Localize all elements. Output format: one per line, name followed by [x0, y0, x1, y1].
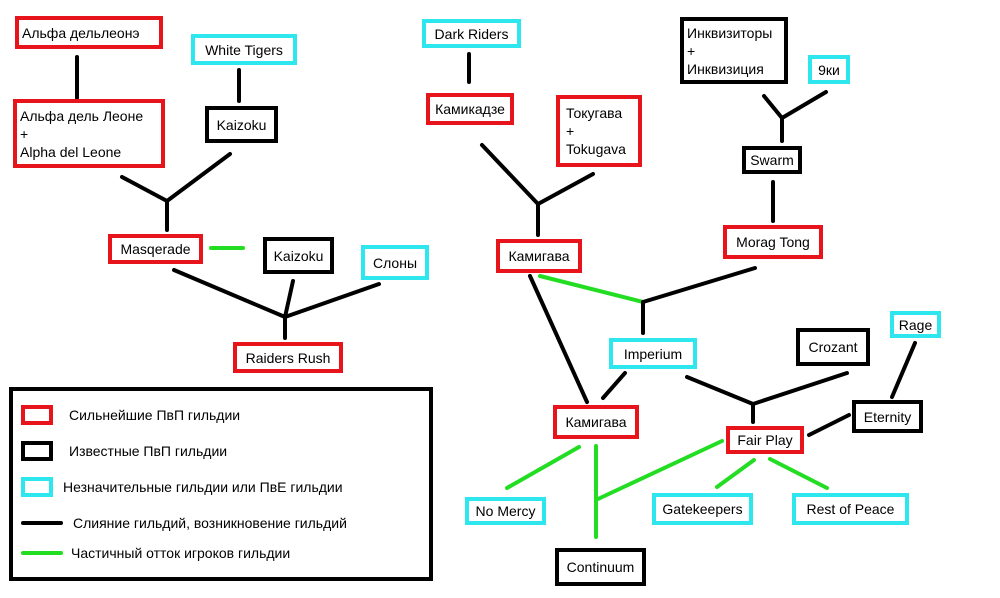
node-label: No Mercy — [475, 503, 536, 519]
node-label: Morag Tong — [736, 234, 810, 250]
node-label: Камигава — [508, 248, 570, 264]
node-label: White Tigers — [205, 41, 283, 58]
edge-tokugava-to-junction — [536, 172, 595, 206]
node-label: Imperium — [623, 345, 683, 362]
legend-label: Незначительные гильдии или ПвЕ гильдии — [63, 479, 343, 495]
node-dark-riders: Dark Riders — [422, 19, 521, 48]
node-label: Камигава — [565, 414, 627, 430]
edge-morag-tong-to-junction — [641, 266, 757, 304]
edge-kamikadze-to-junction — [480, 143, 540, 206]
legend-label: Частичный отток игроков гильдии — [71, 545, 291, 561]
node-label: Слоны — [372, 254, 418, 271]
legend-label: Сильнейшие ПвП гильдии — [69, 407, 241, 423]
legend-swatch-red-box-icon — [21, 405, 53, 425]
legend-item-outflow: Частичный отток игроков гильдии — [21, 545, 290, 561]
node-eternity: Eternity — [852, 400, 923, 433]
node-masqerade: Masqerade — [108, 234, 203, 264]
node-continuum: Continuum — [555, 548, 646, 586]
legend-item-minor: Незначительные гильдии или ПвЕ гильдии — [21, 477, 343, 497]
edge-kamigava-outflow-no-mercy — [505, 445, 581, 490]
node-crozant: Crozant — [796, 328, 870, 366]
node-kamigava-top: Камигава — [496, 239, 582, 273]
node-white-tigers: White Tigers — [191, 34, 297, 65]
node-label: Gatekeepers — [662, 501, 743, 517]
node-label: Альфа дель Леоне + Alpha del Leone — [20, 107, 144, 160]
edge-kamigava-outflow-imperium — [538, 274, 645, 304]
legend-black-line-icon — [21, 521, 63, 525]
node-label: Eternity — [863, 408, 912, 425]
node-label: Kaizoku — [216, 116, 267, 133]
edge-kaizoku-to-junction — [165, 152, 232, 203]
edge-imperium-to-kamigava-bottom — [601, 371, 627, 400]
node-label: Crozant — [808, 339, 858, 355]
node-label: Dark Riders — [434, 25, 509, 42]
node-raiders-rush: Raiders Rush — [233, 342, 343, 373]
edge-crozant-to-junction — [751, 371, 849, 406]
node-label: Masqerade — [120, 241, 191, 257]
edge-masqerade-to-junction — [172, 268, 287, 319]
edge-fair-play-outflow-continuum — [596, 439, 724, 501]
node-label: Альфа дельлеонэ — [22, 24, 140, 41]
legend: Сильнейшие ПвП гильдии Известные ПвП гил… — [9, 387, 433, 581]
node-rage: Rage — [890, 311, 941, 338]
node-label: Continuum — [566, 559, 635, 575]
legend-swatch-cyan-box-icon — [21, 477, 53, 497]
node-fair-play: Fair Play — [726, 426, 804, 454]
node-9ki: 9ки — [808, 55, 850, 84]
node-label: Raiders Rush — [245, 349, 331, 366]
node-label: Токугава + Tokugava — [566, 105, 626, 157]
node-alfa-del-leone: Альфа дель Леоне + Alpha del Leone — [13, 99, 165, 168]
edge-fair-play-outflow-rest-of-peace — [768, 457, 829, 490]
legend-green-line-icon — [21, 551, 63, 555]
node-morag-tong: Morag Tong — [723, 225, 823, 259]
node-label: Rest of Peace — [806, 501, 895, 517]
node-kaizoku-top: Kaizoku — [205, 106, 278, 143]
edge-kaizoku-mid-to-junction — [283, 279, 295, 319]
legend-item-merge: Слияние гильдий, возникновение гильдий — [21, 515, 347, 531]
node-swarm: Swarm — [742, 146, 802, 174]
node-kamigava-bottom: Камигава — [553, 405, 639, 439]
legend-label: Слияние гильдий, возникновение гильдий — [73, 515, 347, 531]
node-kaizoku-mid: Kaizoku — [263, 237, 334, 274]
node-label: Kaizoku — [273, 247, 324, 264]
legend-swatch-black-box-icon — [21, 441, 53, 461]
node-label: Rage — [898, 316, 933, 333]
node-alfa-delleone-old: Альфа дельлеонэ — [15, 16, 163, 49]
legend-item-known: Известные ПвП гильдии — [21, 441, 227, 461]
node-tokugava: Токугава + Tokugava — [556, 95, 642, 167]
edge-eternity-to-fair-play — [807, 413, 851, 437]
edge-inkvizitory-to-junction — [762, 94, 784, 120]
node-label: Fair Play — [737, 432, 793, 448]
edge-fair-play-outflow-gatekeepers — [715, 458, 756, 489]
edge-9ki-to-junction — [780, 90, 828, 120]
node-label: Swarm — [750, 152, 794, 168]
legend-item-strong: Сильнейшие ПвП гильдии — [21, 405, 240, 425]
edge-rage-to-eternity — [890, 341, 917, 399]
node-rest-of-peace: Rest of Peace — [792, 493, 909, 525]
edge-kamigava-top-to-bottom — [528, 274, 589, 404]
node-inkvizitory: Инквизиторы + Инквизиция — [680, 17, 788, 84]
edge-alfa-to-junction — [120, 175, 169, 203]
edge-imperium-to-junction — [685, 375, 755, 406]
legend-label: Известные ПвП гильдии — [69, 443, 228, 459]
node-imperium: Imperium — [609, 338, 697, 369]
edge-slony-to-junction — [283, 282, 381, 319]
node-slony: Слоны — [361, 245, 429, 280]
node-kamikadze: Камикадзе — [426, 93, 514, 125]
node-no-mercy: No Mercy — [465, 497, 546, 525]
node-gatekeepers: Gatekeepers — [652, 493, 753, 525]
node-label: Инквизиторы + Инквизиция — [687, 24, 773, 77]
node-label: Камикадзе — [435, 101, 505, 117]
node-label: 9ки — [818, 61, 840, 78]
